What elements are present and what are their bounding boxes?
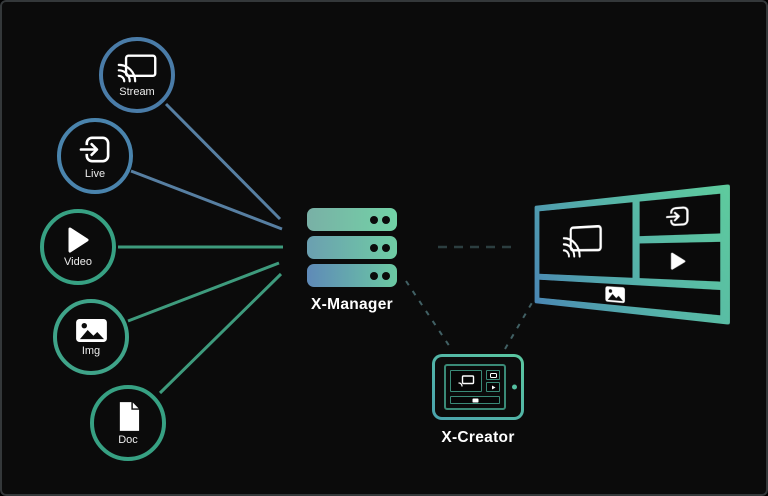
node-label-video: Video — [64, 256, 92, 268]
server-leds — [370, 243, 390, 252]
node-display-wall — [534, 184, 730, 325]
node-label-doc: Doc — [118, 433, 138, 446]
node-x-creator — [432, 354, 524, 420]
cast-icon — [117, 54, 157, 82]
enter-icon — [79, 136, 109, 162]
image-icon — [604, 286, 625, 304]
play-icon — [668, 252, 686, 271]
node-label-img: Img — [81, 344, 101, 357]
mini-right-column — [486, 370, 500, 392]
mini-panel-cast — [450, 370, 482, 392]
dashed-line-creator-to-display — [504, 300, 534, 350]
node-label-live: Live — [84, 167, 106, 180]
server-leds — [370, 215, 390, 224]
tablet-camera-dot — [512, 384, 517, 390]
enter-icon — [665, 204, 690, 229]
play-icon — [68, 227, 89, 253]
tablet-screen — [435, 357, 521, 417]
display-panel-image — [539, 279, 721, 316]
server-leds — [370, 271, 390, 280]
line-stream-to-manager — [164, 102, 282, 221]
cast-icon — [457, 375, 474, 387]
node-stream: Stream — [99, 37, 175, 113]
image-icon — [75, 318, 107, 342]
cast-icon — [559, 222, 605, 259]
mini-panel-image — [450, 396, 500, 404]
document-icon — [119, 401, 139, 431]
play-icon — [491, 385, 495, 389]
server-bar-icon — [307, 264, 397, 287]
node-live: Live — [57, 118, 133, 194]
line-live-to-manager — [130, 169, 283, 231]
node-doc: Doc — [90, 385, 166, 461]
dashed-line-manager-to-creator — [405, 280, 453, 351]
server-bar-icon — [307, 208, 397, 231]
x-creator-label: X-Creator — [441, 429, 515, 446]
mini-panel-play — [486, 382, 500, 392]
image-icon — [472, 398, 478, 402]
display-panel-play — [639, 241, 721, 282]
line-doc-to-manager — [158, 272, 283, 395]
node-video: Video — [40, 209, 116, 285]
node-x-manager: X-Manager — [307, 208, 397, 314]
node-img: Img — [53, 299, 129, 375]
server-bar-icon — [307, 236, 397, 259]
x-manager-label: X-Manager — [311, 296, 393, 313]
line-img-to-manager — [127, 261, 280, 323]
node-label-stream: Stream — [119, 85, 155, 98]
creator-app-mockup — [444, 364, 506, 410]
display-panel-enter — [639, 193, 721, 237]
mini-panel-enter — [486, 370, 500, 380]
display-panel-cast — [539, 202, 633, 278]
enter-icon — [489, 372, 497, 378]
